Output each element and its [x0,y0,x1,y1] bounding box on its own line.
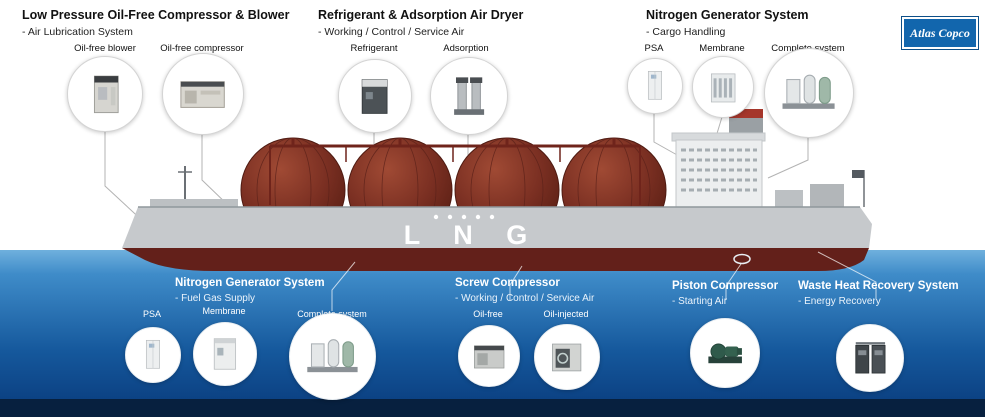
group-subtitle-waste-heat-recovery: - Energy Recovery [798,296,881,307]
psa-generator-icon [648,71,662,100]
waste-heat-recovery-icon [854,341,886,374]
refrigerant-dryer-icon [362,79,388,115]
piston-compressor-icon [708,343,742,364]
group-title-waste-heat-recovery: Waste Heat Recovery System [798,280,959,292]
product-label-membrane-bottom: Membrane [202,306,246,316]
group-title-screw-compressor: Screw Compressor [455,277,560,289]
product-label-adsorption: Adsorption [443,43,489,54]
product-refrigerant-dryer [338,59,412,133]
product-label-oil-free-screw: Oil-free [473,309,503,319]
group-title-nitrogen-cargo: Nitrogen Generator System [646,8,809,22]
product-oil-free-screw [458,325,520,387]
product-label-oil-injected-screw: Oil-injected [543,309,589,319]
group-subtitle-piston-compressor: - Starting Air [672,296,728,307]
footer-band [0,399,985,417]
product-label-oil-free-compressor: Oil-free compressor [160,43,244,54]
oil-free-screw-icon [473,345,505,369]
group-subtitle-air-dryer: - Working / Control / Service Air [318,26,465,38]
group-title-air-dryer: Refrigerant & Adsorption Air Dryer [318,8,524,22]
group-subtitle-screw-compressor: - Working / Control / Service Air [455,293,595,304]
product-label-psa-top: PSA [644,43,664,54]
masts-and-deck-fittings [178,166,865,207]
complete-system-icon [782,75,836,110]
ship-name-label: L N G [403,220,541,250]
product-oil-injected-screw [534,324,600,390]
porthole-dots [433,214,495,220]
group-title-air-lubrication: Low Pressure Oil-Free Compressor & Blowe… [22,8,290,22]
group-title-piston-compressor: Piston Compressor [672,280,779,292]
product-label-membrane-top: Membrane [699,43,745,54]
adsorption-dryer-icon [453,77,484,115]
product-adsorption-dryer [430,57,508,135]
product-membrane-bottom [193,322,257,386]
product-oil-free-blower [67,56,143,132]
membrane-generator-icon [710,73,736,103]
product-label-refrigerant: Refrigerant [350,43,398,54]
product-psa-bottom [125,327,181,383]
group-subtitle-air-lubrication: - Air Lubrication System [22,26,133,38]
atlas-copco-logo: Atlas Copco [901,16,979,50]
oil-free-blower-icon [93,75,119,113]
oil-free-compressor-icon [180,81,226,109]
product-complete-system-bottom [289,313,376,400]
group-subtitle-nitrogen-fuel: - Fuel Gas Supply [175,293,256,304]
membrane-generator-icon [213,338,237,370]
product-piston-compressor [690,318,760,388]
product-psa-top [627,58,683,114]
superstructure [671,132,766,208]
complete-system-icon [307,339,358,373]
deck-pipe-rack [269,138,641,205]
product-complete-system-top [764,48,854,138]
oil-injected-screw-icon [552,343,582,372]
product-membrane-top [692,56,754,118]
group-title-nitrogen-fuel: Nitrogen Generator System [175,277,325,289]
product-waste-heat-recovery [836,324,904,392]
group-subtitle-nitrogen-cargo: - Cargo Handling [646,26,726,38]
product-label-oil-free-blower: Oil-free blower [74,43,136,54]
product-oil-free-compressor [162,53,244,135]
psa-generator-icon [146,340,160,369]
product-label-psa-bottom: PSA [142,309,161,319]
atlas-copco-logo-text: Atlas Copco [910,25,970,40]
